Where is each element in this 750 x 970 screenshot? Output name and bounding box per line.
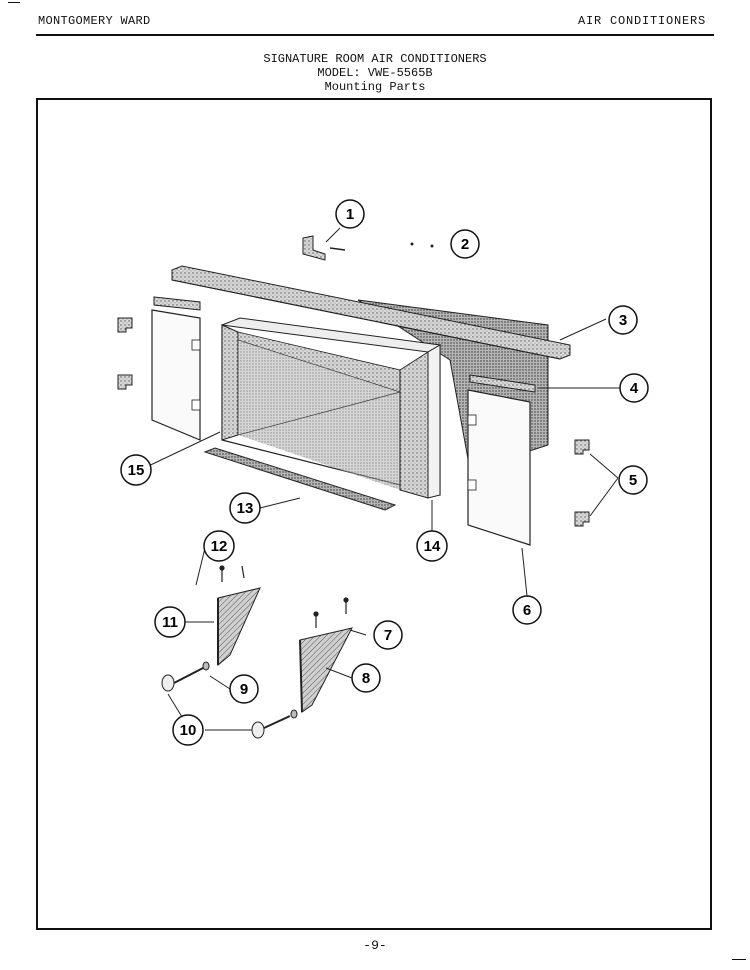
- svg-text:4: 4: [630, 380, 639, 397]
- callout-3: 3: [608, 305, 638, 335]
- top-rail-part-3: [171, 265, 571, 360]
- svg-text:12: 12: [211, 538, 228, 555]
- svg-text:14: 14: [424, 538, 441, 555]
- svg-text:6: 6: [523, 602, 531, 619]
- callout-9: 9: [229, 674, 259, 704]
- svg-text:8: 8: [362, 670, 370, 687]
- callout-5: 5: [618, 465, 648, 495]
- leveling-bolts-part-10: [161, 661, 298, 739]
- callout-10: 10: [172, 714, 204, 746]
- callout-13: 13: [229, 492, 261, 524]
- bottom-sill-part-13: [203, 447, 397, 511]
- svg-text:10: 10: [180, 722, 197, 739]
- callout-15: 15: [120, 454, 152, 486]
- svg-text:3: 3: [619, 312, 627, 329]
- svg-text:15: 15: [128, 462, 145, 479]
- category-header: AIR CONDITIONERS: [577, 14, 706, 28]
- callout-2: 2: [450, 229, 480, 259]
- clip-part-5: [117, 317, 590, 527]
- corner-mark: [732, 959, 746, 960]
- callout-14: 14: [416, 530, 448, 562]
- svg-text:2: 2: [461, 236, 469, 253]
- right-side-panel-part-6: [467, 374, 536, 546]
- leader-lines: [139, 227, 620, 731]
- callout-6: 6: [512, 595, 542, 625]
- corner-mark: [8, 2, 20, 3]
- title-block: SIGNATURE ROOM AIR CONDITIONERS MODEL: V…: [0, 52, 750, 94]
- section-line: Mounting Parts: [324, 80, 426, 94]
- callout-8: 8: [351, 663, 381, 693]
- support-bracket-part-8: [299, 627, 353, 713]
- model-line: MODEL: VWE-5565B: [317, 66, 433, 80]
- diagram-frame: [36, 98, 712, 930]
- page-number: -9-: [363, 938, 387, 953]
- header-rule: [36, 34, 714, 36]
- callout-4: 4: [619, 373, 649, 403]
- screws: [219, 565, 349, 628]
- left-side-panel: [151, 296, 201, 441]
- brand-header: MONTGOMERY WARD: [38, 14, 151, 28]
- front-sleeve-part-14: [221, 317, 442, 499]
- callout-11: 11: [154, 606, 186, 638]
- svg-text:7: 7: [384, 627, 392, 644]
- support-bracket-part-11: [217, 587, 261, 667]
- callout-12: 12: [203, 530, 235, 562]
- title-line: SIGNATURE ROOM AIR CONDITIONERS: [263, 52, 487, 66]
- svg-text:1: 1: [346, 206, 354, 223]
- callout-7: 7: [373, 620, 403, 650]
- callout-1: 1: [335, 199, 365, 229]
- svg-text:5: 5: [629, 472, 637, 489]
- bracket-part-1: [302, 235, 434, 261]
- svg-text:13: 13: [237, 500, 254, 517]
- svg-text:9: 9: [240, 681, 248, 698]
- svg-text:11: 11: [162, 614, 178, 631]
- callouts: 1 2 3 4 5 6 7: [120, 199, 649, 746]
